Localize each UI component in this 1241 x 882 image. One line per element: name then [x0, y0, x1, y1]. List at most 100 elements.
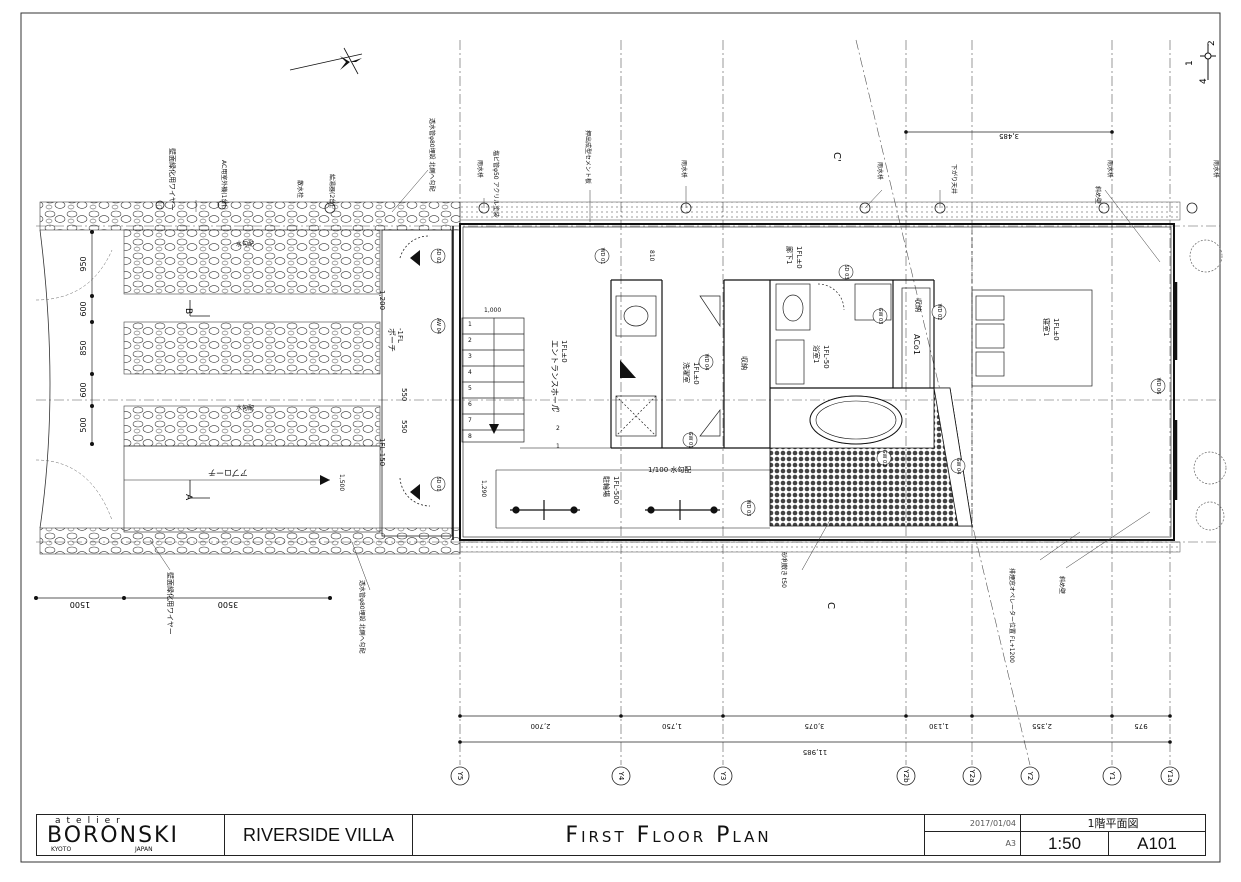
door-tag [430, 318, 446, 334]
door-tag-label: GW 01 [687, 432, 693, 449]
dim-approach: 1,500 [338, 474, 345, 491]
door-tag [876, 450, 892, 466]
drawing-title: First Floor Plan [413, 815, 925, 855]
dim-tick [458, 740, 462, 744]
stair-step-number: 2 [556, 425, 560, 432]
stair-step-number: 7 [468, 417, 472, 424]
slope-note: 1/100 水勾配 [648, 465, 691, 474]
door-tag-label: GW 03 [877, 308, 883, 325]
note-wall-greening: 壁面緑化用ワイヤー [168, 148, 177, 211]
stair-step-number: 6 [468, 401, 472, 408]
shrubs [1189, 239, 1227, 531]
leader-lines [149, 169, 1161, 591]
room-laundry-level: 1FL±0 [692, 362, 700, 385]
dim-tick [90, 404, 94, 408]
note-cement-board: 押出成型セメント板 [584, 130, 592, 184]
note-pvc-pipe: 塩ビ管φ50 アクリル塗装 [492, 150, 500, 217]
door-tag-label: SD 03 [843, 265, 849, 280]
door-tag [950, 458, 966, 474]
grid-label: Y4 [617, 771, 625, 781]
dim-tick [904, 714, 908, 718]
svg-text:3500: 3500 [218, 600, 238, 609]
grid-label: Y2 [1026, 771, 1034, 781]
dim-segment: 1,750 [662, 722, 682, 730]
stair-step-number: 3 [468, 353, 472, 360]
door-tag-label: SD 02 [435, 249, 441, 264]
note-ac-unit: AC用室外機(1台) [220, 160, 228, 207]
note-rain-drain-5: 雨水枡 [1212, 160, 1220, 178]
sheet-border [20, 12, 1221, 863]
svg-text:A: A [183, 494, 193, 501]
north-arrow-icon [289, 47, 363, 75]
grid-bubble [896, 766, 916, 786]
door-tag [838, 264, 854, 280]
studio-country: JAPAN [135, 846, 153, 853]
dim-segment: 3,075 [804, 722, 824, 730]
door-tag-label: GW 04 [955, 458, 961, 475]
dim-tick [90, 230, 94, 234]
studio-city: KYOTO [51, 846, 72, 853]
note-hose-tap: 散水栓 [296, 180, 304, 198]
grid-label: Y2a [968, 768, 976, 782]
dimension-chain [460, 715, 1170, 743]
svg-text:1: 1 [1185, 60, 1195, 66]
dim-tick [90, 372, 94, 376]
door-tag-label: WD 02 [936, 304, 942, 321]
grid-bubble [611, 766, 631, 786]
stair-step-number: 1 [468, 321, 472, 328]
dim-vertical: 600 [79, 382, 88, 397]
note-gravel: 砂利敷き t50 [780, 552, 788, 588]
sheet-number: A101 [1137, 833, 1177, 853]
room-bath: 浴室1 [812, 345, 821, 363]
room-hall-level: 1FL±0 [795, 246, 803, 269]
grid-bubble [962, 766, 982, 786]
door-tag [430, 248, 446, 264]
dim-vertical: 850 [79, 340, 88, 355]
note-smoke-window: 排煙窓オペレーター位置 FL+1200 [1008, 568, 1016, 663]
door-tag [682, 432, 698, 448]
dim-tick [458, 714, 462, 718]
dim-segment: 975 [1134, 722, 1147, 730]
dim-total: 11,985 [803, 748, 828, 756]
dim-porch-step-2: 550 [400, 420, 408, 433]
note-slope-2: 水勾配 [236, 404, 254, 412]
room-bedroom: 寝室1 [1042, 318, 1051, 336]
door-tag [698, 354, 714, 370]
dim-tick [721, 714, 725, 718]
sheet-meta: 2017/01/04 1階平面図 A3 1:50 A101 [925, 815, 1205, 855]
dim-segment: 1,130 [929, 722, 949, 730]
grid-label: Y3 [719, 771, 727, 781]
dim-tick [90, 320, 94, 324]
paper-size: A3 [925, 832, 1021, 855]
grid-label: Y5 [456, 771, 464, 781]
grid-bubble [1102, 766, 1122, 786]
svg-text:C': C' [831, 152, 842, 162]
dim-tick [90, 294, 94, 298]
stair-step-number: 1 [556, 443, 560, 450]
grid-lines [36, 39, 1220, 766]
dim-hall-width: 810 [648, 250, 655, 262]
door-tag [872, 308, 888, 324]
dim-garage: 1,290 [480, 480, 487, 497]
door-tag [1150, 378, 1166, 394]
dim-tick [970, 714, 974, 718]
grid-bubble [450, 766, 470, 786]
note-drain-pipe-bottom: 透水管φ80埋設 北側へ勾配 [358, 580, 366, 654]
grid-label: Y1a [1166, 768, 1174, 782]
room-hall: 廊下1 [785, 246, 794, 264]
note-lowered-ceiling: 下がり天井 [950, 164, 958, 194]
note-rain-drain-2: 雨水枡 [680, 160, 688, 178]
door-tag [740, 500, 756, 516]
dim-vertical: 600 [79, 301, 88, 316]
door-tag-label: WD 06 [1155, 378, 1161, 395]
note-rain-drain-4: 雨水枡 [1106, 160, 1114, 178]
room-bath-level: 1FL-50 [822, 345, 830, 369]
room-approach: アプローチ [208, 468, 248, 477]
note-water-heater: 給湯器(2台) [328, 174, 336, 207]
project-name: RIVERSIDE VILLA [225, 815, 413, 855]
drawing-scale: 1:50 [1021, 832, 1109, 855]
door-tag-label: GW 02 [881, 450, 887, 467]
bicycles [510, 500, 720, 520]
door-tag-label: WD 01 [599, 248, 605, 265]
